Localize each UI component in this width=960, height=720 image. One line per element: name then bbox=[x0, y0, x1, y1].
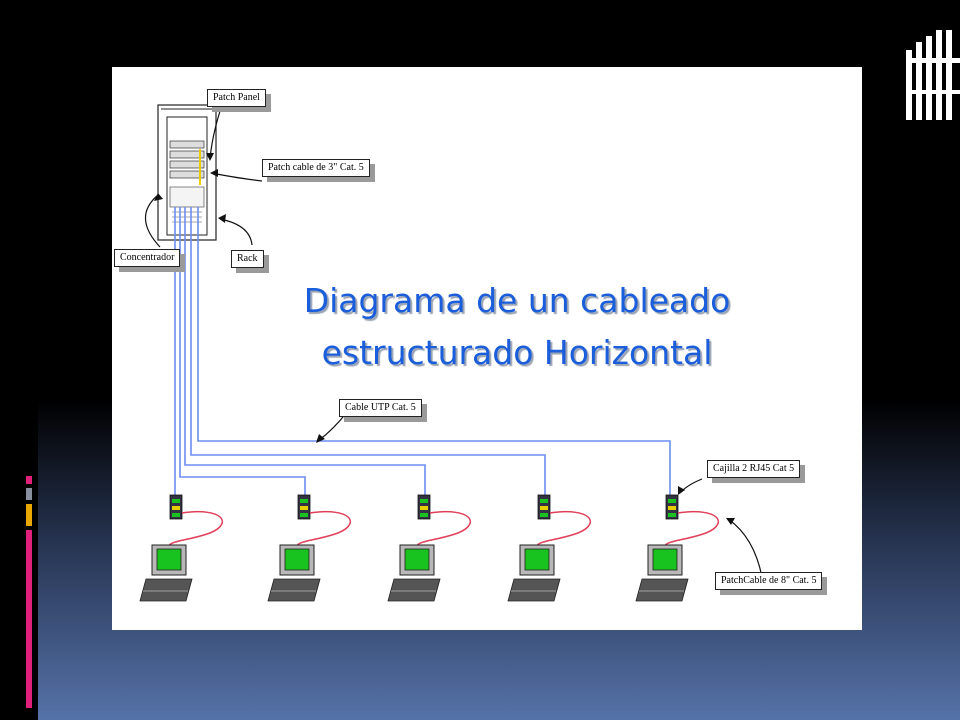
label-patch-cable-short: Patch cable de 3" Cat. 5 bbox=[262, 159, 370, 177]
accent-bar-magenta-long bbox=[26, 530, 32, 708]
workstation-4 bbox=[507, 494, 591, 602]
workstation-5 bbox=[635, 494, 719, 602]
diagram-title-line-1: Diagrama de un cableado bbox=[303, 281, 731, 320]
arrow-heads bbox=[154, 153, 735, 525]
accent-bar-gold bbox=[26, 504, 32, 526]
workstation-2 bbox=[267, 494, 351, 602]
label-cable-utp: Cable UTP Cat. 5 bbox=[339, 399, 422, 417]
diagram-title-line-2: estructurado Horizontal bbox=[321, 333, 713, 372]
accent-bar-gray bbox=[26, 488, 32, 500]
rack-cabinet bbox=[157, 104, 217, 241]
label-patch-panel: Patch Panel bbox=[207, 89, 266, 107]
label-cajilla: Cajilla 2 RJ45 Cat 5 bbox=[707, 460, 801, 478]
label-patch-cable-long: PatchCable de 8" Cat. 5 bbox=[715, 572, 823, 590]
label-concentrador: Concentrador bbox=[114, 249, 181, 267]
workstation-3 bbox=[387, 494, 471, 602]
slide-left-strip bbox=[0, 0, 38, 720]
accent-bar-magenta-top bbox=[26, 476, 32, 484]
patch-panel-ports bbox=[169, 140, 205, 185]
cabling-diagram: Patch Panel Patch cable de 3" Cat. 5 Con… bbox=[112, 67, 862, 630]
label-rack: Rack bbox=[231, 250, 264, 268]
corner-stripes-decoration bbox=[906, 30, 960, 120]
workstation-1 bbox=[139, 494, 223, 602]
cabling-diagram-svg bbox=[139, 104, 763, 602]
workstations bbox=[139, 494, 719, 602]
